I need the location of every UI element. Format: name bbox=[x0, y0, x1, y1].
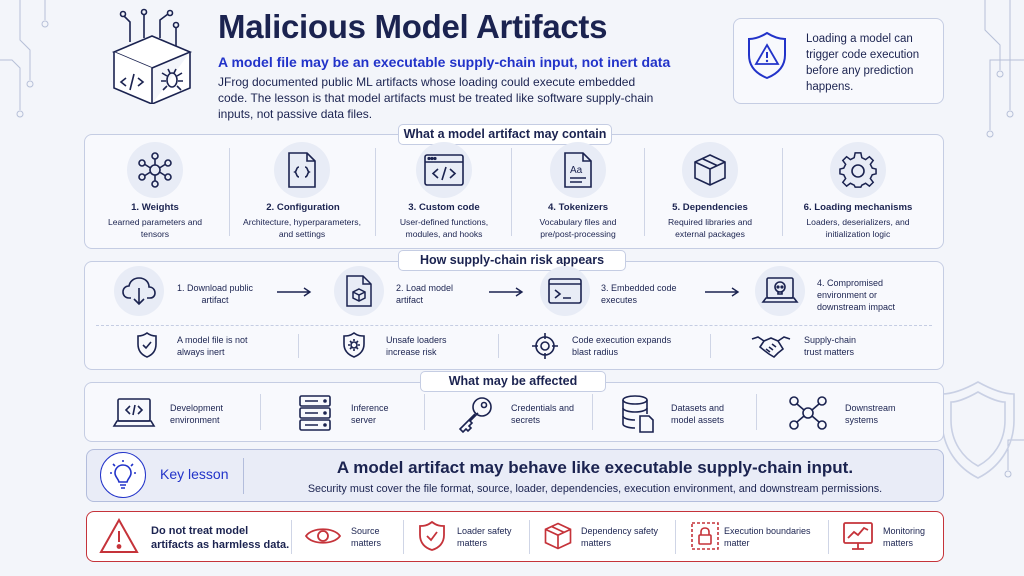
warning-text: Do not treat model artifacts as harmless… bbox=[151, 525, 290, 551]
gear-shield-icon bbox=[342, 332, 366, 358]
key-icon bbox=[456, 394, 496, 434]
affected-panel bbox=[84, 382, 944, 442]
lightbulb-icon bbox=[100, 452, 146, 498]
svg-text:Aa: Aa bbox=[570, 165, 583, 176]
warning-item-text: Execution boundaries matter bbox=[724, 526, 811, 548]
warning-triangle-icon bbox=[99, 518, 139, 554]
nodes-icon bbox=[788, 395, 828, 431]
affected-item-text: Credentials and secrets bbox=[511, 403, 575, 425]
cube-illustration bbox=[104, 8, 200, 104]
affected-item-text: Downstream systems bbox=[845, 403, 896, 425]
lock-boundary-icon bbox=[690, 521, 720, 551]
risk-note-text: Code execution expands blast radius bbox=[572, 335, 672, 357]
risk-step-text: 2. Load model artifact bbox=[396, 283, 454, 305]
risk-note-text: Supply-chain trust matters bbox=[804, 335, 857, 357]
callout-box: Loading a model can trigger code executi… bbox=[733, 18, 944, 104]
skull-laptop-icon bbox=[755, 266, 805, 316]
monitor-chart-icon bbox=[842, 521, 874, 551]
warning-item-text: Source matters bbox=[351, 526, 382, 548]
database-icon bbox=[620, 394, 660, 434]
page-subtitle: A model file may be an executable supply… bbox=[218, 54, 671, 70]
tokenizer-file-icon: Aa bbox=[550, 142, 606, 198]
eye-icon bbox=[304, 524, 342, 548]
risk-note-text: A model file is not always inert bbox=[177, 335, 248, 357]
affected-item-text: Development environment bbox=[170, 403, 224, 425]
lesson-detail: Security must cover the file format, sou… bbox=[307, 483, 883, 495]
risk-note-text: Unsafe loaders increase risk bbox=[386, 335, 447, 357]
risk-step-text: 4. Compromised environment or downstream… bbox=[817, 278, 896, 312]
affected-item-text: Inference server bbox=[351, 403, 389, 425]
config-file-icon bbox=[274, 142, 330, 198]
risk-step-text: 3. Embedded code executes bbox=[601, 283, 677, 305]
warning-item-text: Dependency safety matters bbox=[581, 526, 659, 548]
lesson-label: Key lesson bbox=[160, 466, 229, 482]
cloud-download-icon bbox=[114, 266, 164, 316]
affected-label: What may be affected bbox=[420, 371, 606, 392]
shield-check-icon bbox=[418, 520, 446, 552]
package-icon bbox=[682, 142, 738, 198]
header-description: JFrog documented public ML artifacts who… bbox=[218, 75, 654, 121]
laptop-code-icon bbox=[112, 396, 156, 430]
arrow-icon bbox=[488, 287, 524, 297]
arrow-icon bbox=[704, 287, 740, 297]
warning-panel bbox=[86, 511, 944, 562]
callout-text: Loading a model can trigger code executi… bbox=[806, 33, 920, 93]
code-window-icon bbox=[416, 142, 472, 198]
lesson-headline: A model artifact may behave like executa… bbox=[336, 458, 854, 477]
shield-check-icon bbox=[136, 332, 158, 358]
lesson-panel bbox=[86, 449, 944, 502]
risk-label: How supply-chain risk appears bbox=[398, 250, 626, 271]
risk-step-text: 1. Download public artifact bbox=[176, 283, 254, 305]
page-title: Malicious Model Artifacts bbox=[218, 8, 608, 45]
network-icon bbox=[127, 142, 183, 198]
package-icon bbox=[543, 521, 573, 551]
dashed-divider bbox=[96, 325, 932, 326]
server-icon bbox=[298, 394, 332, 432]
affected-item-text: Datasets and model assets bbox=[671, 403, 725, 425]
contain-label: What a model artifact may contain bbox=[398, 124, 612, 145]
file-cube-icon bbox=[334, 266, 384, 316]
arrow-icon bbox=[276, 287, 312, 297]
handshake-icon bbox=[750, 333, 792, 359]
warning-shield-icon bbox=[746, 31, 788, 79]
warning-item-text: Monitoring matters bbox=[883, 526, 926, 548]
gear-icon bbox=[830, 142, 886, 198]
target-icon bbox=[532, 333, 558, 359]
terminal-icon bbox=[540, 266, 590, 316]
warning-item-text: Loader safety matters bbox=[457, 526, 512, 548]
